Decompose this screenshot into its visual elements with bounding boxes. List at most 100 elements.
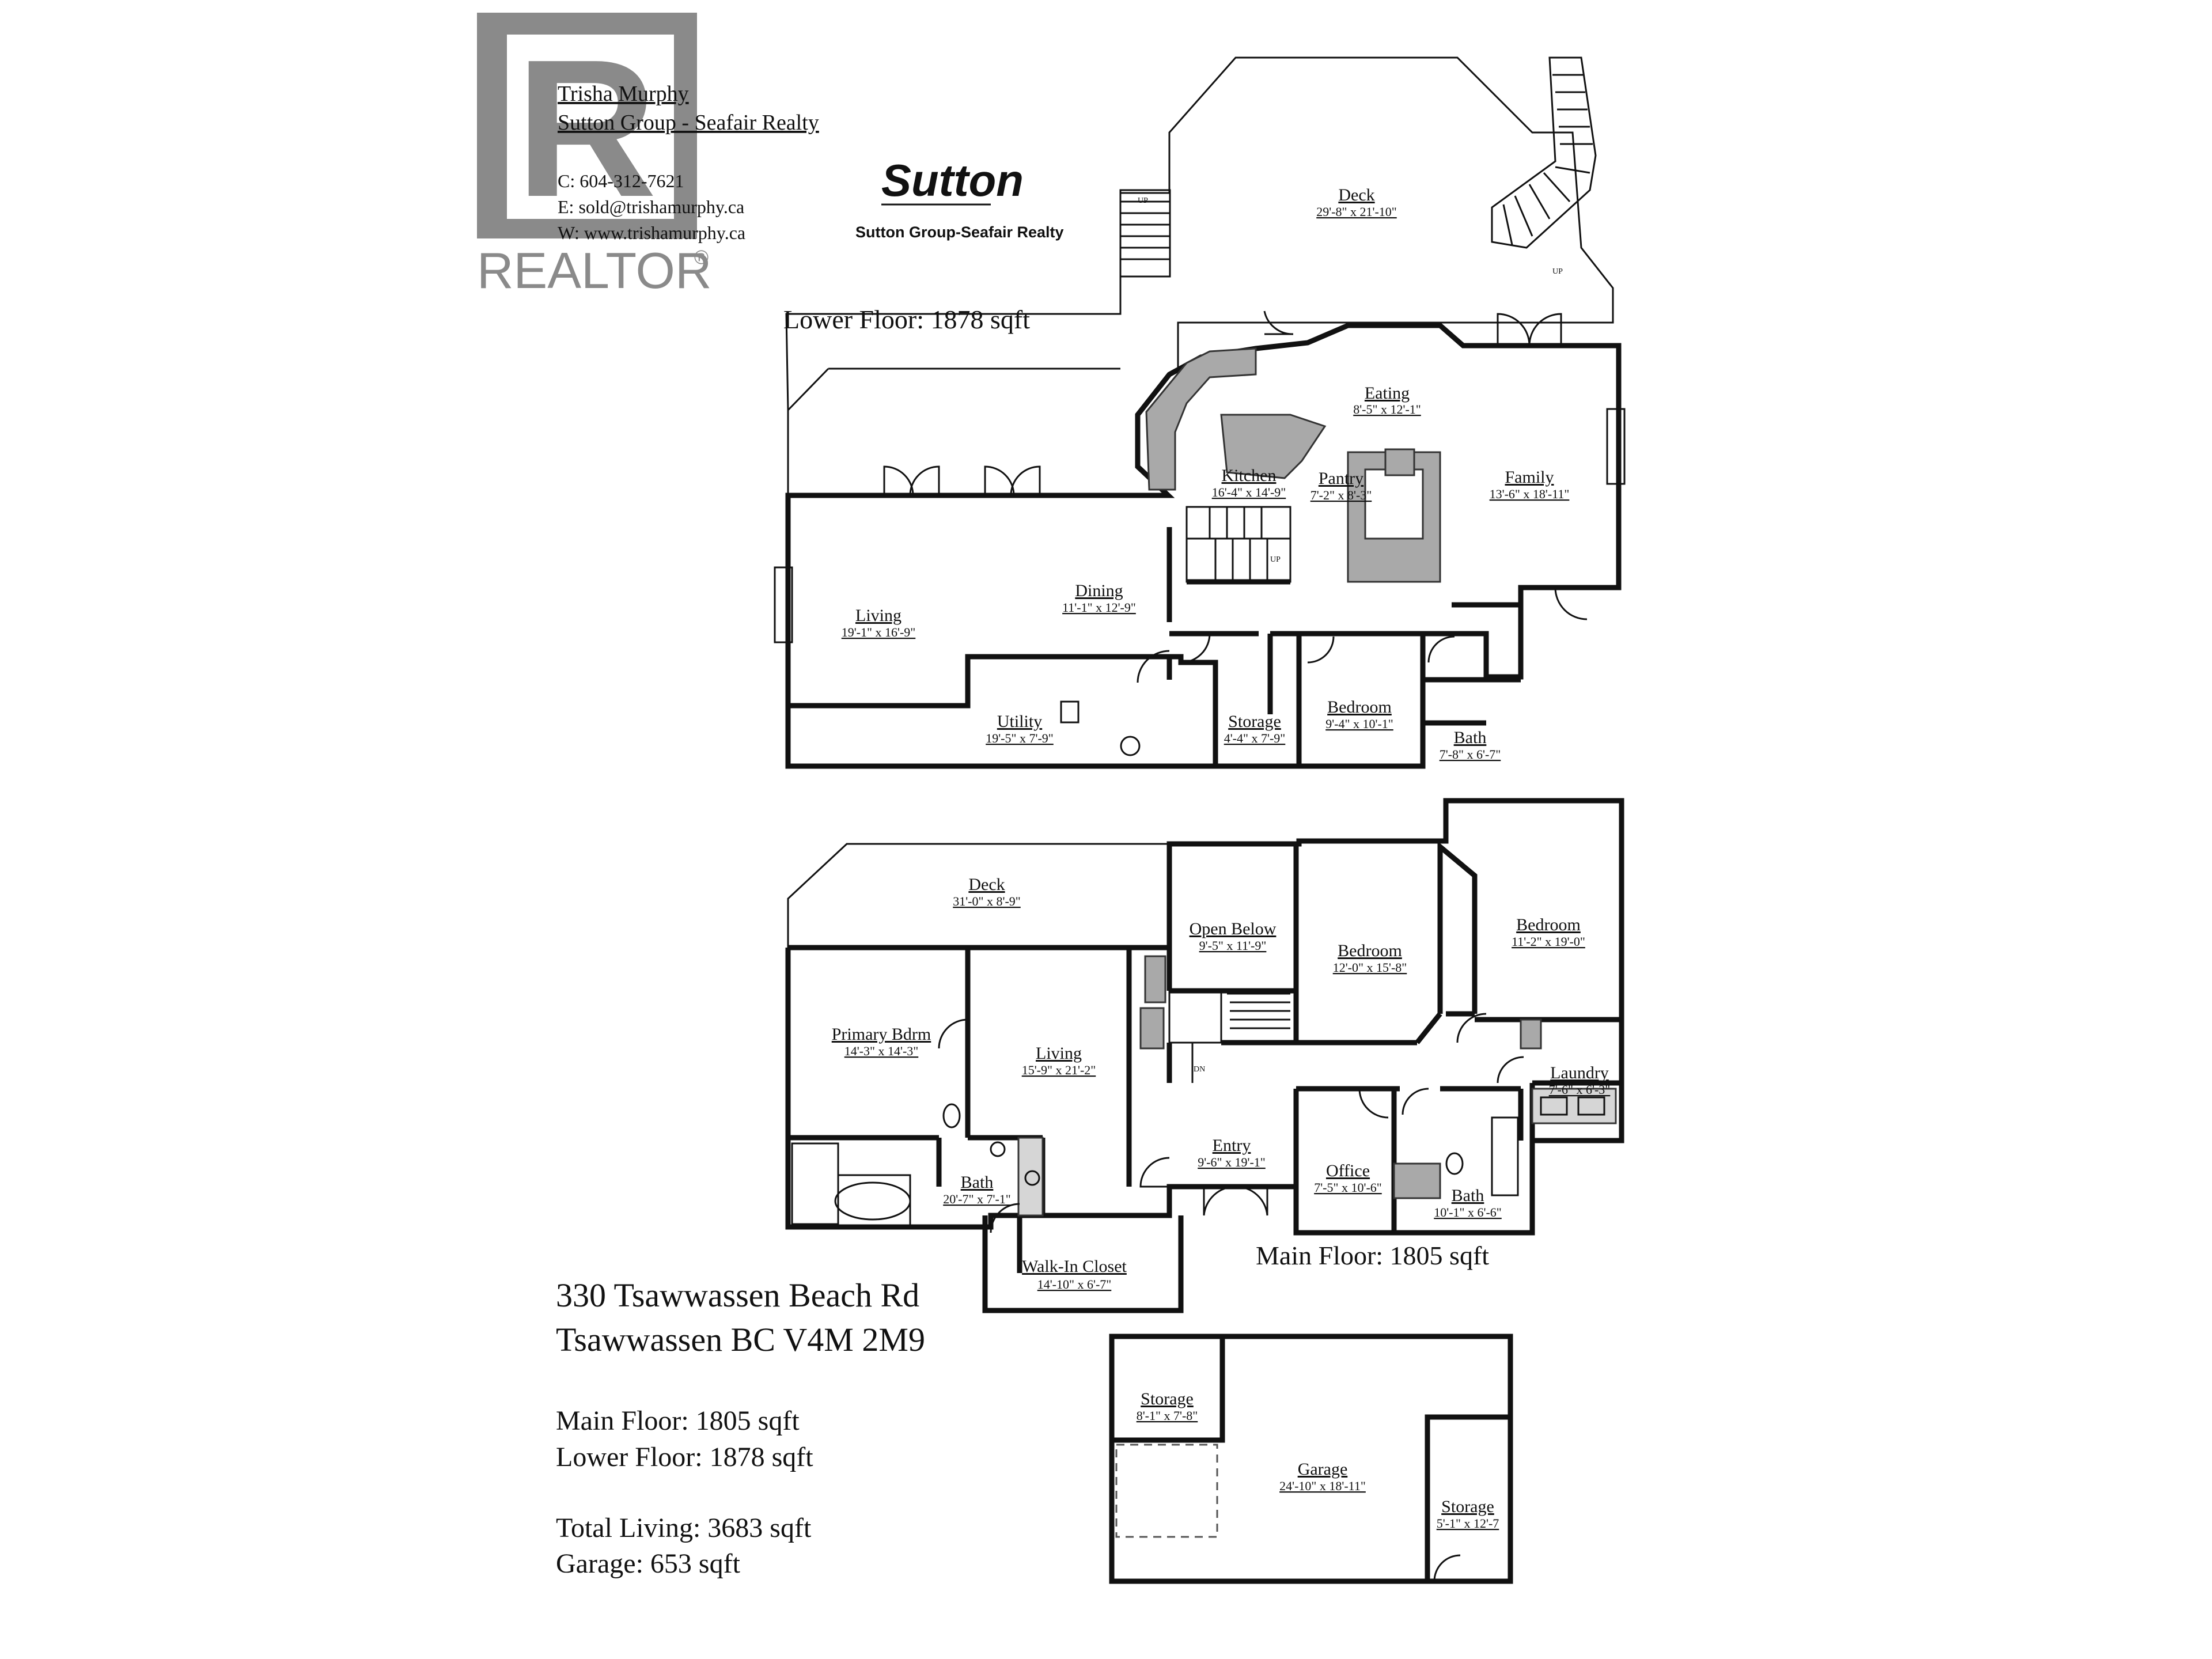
bedroom-3-dim: 11'-2" x 19'-0"	[1512, 934, 1585, 949]
summary-main-floor: Main Floor: 1805 sqft	[556, 1406, 800, 1436]
garage-label: Garage	[1298, 1460, 1348, 1479]
garage-storage-2-label: Storage	[1441, 1497, 1494, 1516]
eating-label: Eating	[1365, 384, 1410, 403]
family-dim: 13'-6" x 18'-11"	[1490, 487, 1570, 501]
lower-deck-outline	[785, 56, 1614, 495]
agent-email: E: sold@trishamurphy.ca	[558, 196, 744, 217]
garage-room-labels: Storage 8'-1" x 7'-8" Garage 24'-10" x 1…	[1137, 1389, 1499, 1531]
lower-floor-title: Lower Floor: 1878 sqft	[783, 305, 1030, 334]
utility-dim: 19'-5" x 7'-9"	[986, 731, 1054, 745]
main-bath-dim: 10'-1" x 6'-6"	[1434, 1205, 1502, 1219]
kitchen-dim: 16'-4" x 14'-9"	[1212, 485, 1286, 499]
lower-deck-label: Deck	[1338, 185, 1374, 204]
agent-phone: C: 604-312-7621	[558, 171, 684, 191]
primary-sink-2-icon	[1024, 1170, 1040, 1186]
agent-name: Trisha Murphy	[558, 82, 689, 106]
lower-living-dim: 19'-1" x 16'-9"	[842, 625, 916, 639]
walk-in-closet-dim: 14'-10" x 6'-7"	[1037, 1277, 1112, 1291]
office-label: Office	[1326, 1161, 1370, 1180]
summary-garage: Garage: 653 sqft	[556, 1548, 741, 1579]
main-bath-toilet-icon	[1445, 1152, 1464, 1175]
agent-company: Sutton Group - Seafair Realty	[558, 111, 819, 135]
summary-total-living: Total Living: 3683 sqft	[556, 1513, 812, 1543]
realtor-logo: R REALTOR ®	[477, 13, 712, 299]
utility-washer-icon	[1060, 700, 1080, 724]
lower-bedroom-label: Bedroom	[1327, 698, 1392, 717]
walk-in-closet-wall	[982, 1215, 1184, 1313]
laundry-counter	[1520, 1018, 1542, 1050]
bathtub-main-bath-icon	[1491, 1116, 1519, 1196]
lower-storage-label: Storage	[1228, 712, 1281, 731]
entry-label: Entry	[1213, 1136, 1251, 1155]
lower-room-labels: Deck 29'-8" x 21'-10" Eating 8'-5" x 12'…	[842, 185, 1570, 762]
family-label: Family	[1505, 468, 1554, 487]
kitchen-counter	[1145, 347, 1257, 491]
lower-bath-label: Bath	[1454, 728, 1487, 747]
eating-dim: 8'-5" x 12'-1"	[1353, 402, 1421, 416]
living-fireplace-icon	[774, 566, 793, 643]
sutton-logo-word: Sutton	[881, 155, 1024, 206]
garage-dim: 24'-10" x 18'-11"	[1279, 1479, 1366, 1493]
main-stair-dn: DN	[1194, 1065, 1205, 1074]
lower-floor-plan: UP UP	[774, 56, 1626, 769]
address-line-1: 330 Tsawwassen Beach Rd	[556, 1277, 919, 1314]
primary-bath-label: Bath	[961, 1173, 994, 1192]
bedroom-2-dim: 12'-0" x 15'-8"	[1333, 960, 1407, 975]
utility-label: Utility	[997, 712, 1042, 731]
bathtub-icon	[834, 1181, 911, 1221]
sutton-logo: Sutton Sutton Group-Seafair Realty	[855, 155, 1064, 241]
property-summary: 330 Tsawwassen Beach Rd Tsawwassen BC V4…	[556, 1277, 925, 1579]
primary-bath-dim: 20'-7" x 7'-1"	[943, 1192, 1011, 1206]
lower-bath-dim: 7'-8" x 6'-7"	[1440, 747, 1501, 762]
main-floor-title: Main Floor: 1805 sqft	[1256, 1241, 1489, 1270]
main-bath-label: Bath	[1452, 1186, 1484, 1205]
lower-stair-up: UP	[1270, 555, 1281, 564]
bath-vanity	[1393, 1162, 1441, 1199]
shower-icon	[791, 1142, 839, 1225]
primary-sink-1-icon	[990, 1141, 1006, 1157]
deck-stair-left: UP	[1119, 189, 1171, 278]
walk-in-closet-label: Walk-In Closet	[1022, 1257, 1127, 1276]
primary-bedroom-label: Primary Bdrm	[832, 1025, 931, 1044]
primary-toilet-icon	[942, 1103, 961, 1128]
lower-bedroom-dim: 9'-4" x 10'-1"	[1325, 717, 1393, 731]
realtor-logo-letter: R	[516, 19, 657, 238]
primary-bedroom-dim: 14'-3" x 14'-3"	[844, 1044, 919, 1058]
garage-storage-1-label: Storage	[1141, 1389, 1194, 1408]
lower-exterior-wall	[785, 323, 1622, 769]
garage-exterior-wall	[1109, 1334, 1513, 1584]
main-exterior-wall	[785, 798, 1624, 1236]
deck-stair-left-up: UP	[1138, 196, 1148, 205]
utility-floor-drain-icon	[1120, 736, 1141, 756]
deck-stair-right-up: UP	[1552, 267, 1563, 276]
main-room-labels: Deck 31'-0" x 8'-9" Open Below 9'-5" x 1…	[832, 875, 1611, 1291]
main-living-label: Living	[1036, 1044, 1082, 1063]
family-fireplace-icon	[1606, 408, 1626, 485]
garage-storage-1-dim: 8'-1" x 7'-8"	[1137, 1408, 1198, 1423]
lower-deck-dim: 29'-8" x 21'-10"	[1316, 204, 1397, 219]
garage-storage-2-dim: 5'-1" x 12'-7	[1437, 1516, 1499, 1531]
main-stair: DN	[1168, 990, 1297, 1083]
main-living-dim: 15'-9" x 21'-2"	[1022, 1063, 1096, 1077]
lower-stair: UP	[1185, 506, 1291, 583]
main-deck-dim: 31'-0" x 8'-9"	[953, 894, 1021, 908]
dining-label: Dining	[1075, 581, 1123, 600]
deck-stair-right: UP	[1491, 56, 1597, 276]
bedroom-3-label: Bedroom	[1516, 915, 1581, 934]
agent-info: Trisha Murphy Sutton Group - Seafair Rea…	[558, 82, 819, 243]
open-below-dim: 9'-5" x 11'-9"	[1199, 938, 1267, 953]
agent-web: W: www.trishamurphy.ca	[558, 222, 745, 243]
office-dim: 7'-5" x 10'-6"	[1314, 1180, 1382, 1195]
garage-plan	[1109, 1334, 1513, 1584]
pantry-label: Pantry	[1319, 469, 1363, 488]
laundry-label: Laundry	[1550, 1063, 1609, 1082]
main-deck-label: Deck	[968, 875, 1005, 894]
laundry-dim: 7'-6" x 6'-3"	[1549, 1082, 1611, 1097]
address-line-2: Tsawwassen BC V4M 2M9	[556, 1321, 925, 1358]
main-floor-plan: DN	[785, 798, 1624, 1313]
open-below-label: Open Below	[1190, 919, 1277, 938]
lower-living-label: Living	[855, 606, 902, 625]
main-bath-counter	[1017, 1137, 1044, 1217]
kitchen-island	[1220, 414, 1327, 479]
